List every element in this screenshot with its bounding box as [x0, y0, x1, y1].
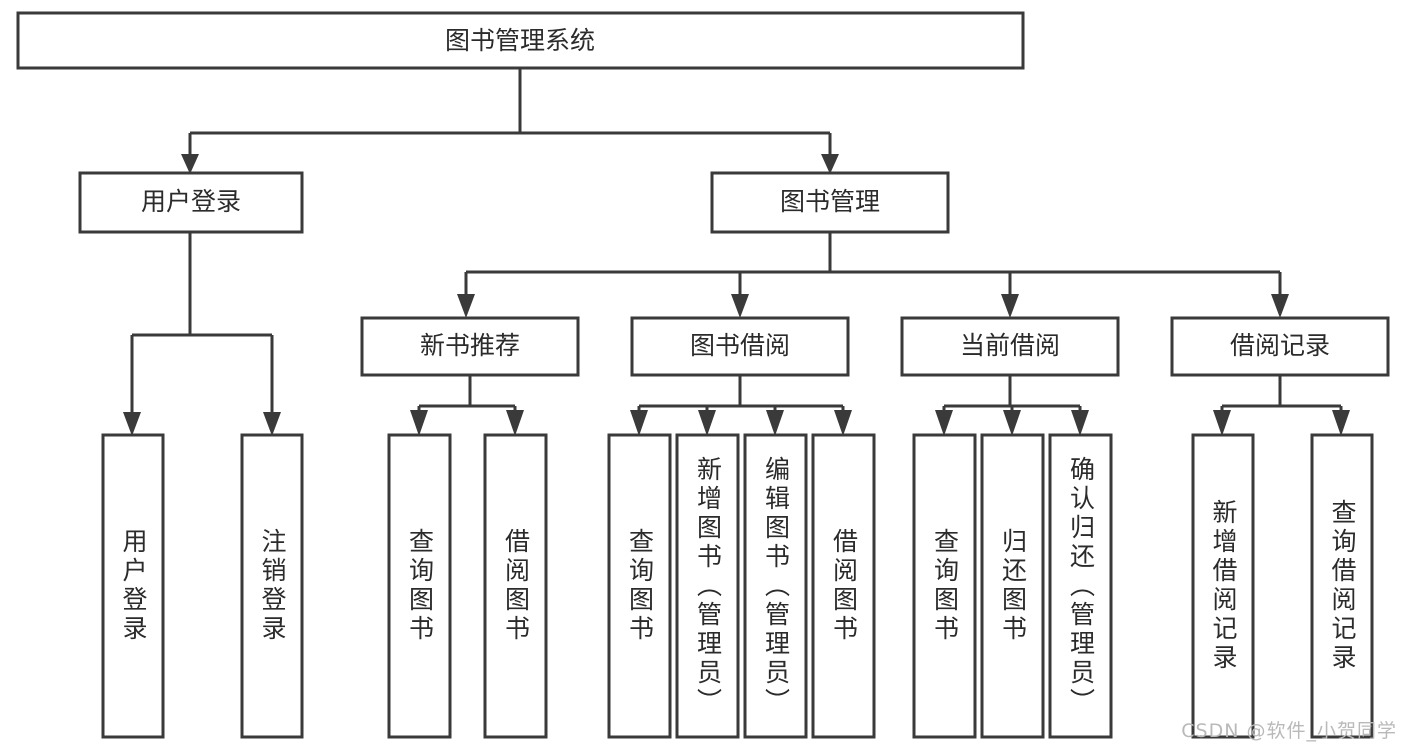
connectors-book-borrow [630, 375, 852, 436]
node-leaf-user-login[interactable] [101, 433, 165, 739]
node-leaf-add-book[interactable] [675, 433, 740, 739]
node-book-manage[interactable] [710, 171, 950, 234]
node-leaf-edit-book[interactable] [743, 433, 808, 739]
node-borrow-record-label: 借阅记录 [1230, 331, 1330, 360]
node-new-book-rec-label: 新书推荐 [420, 331, 520, 360]
node-book-manage-label: 图书管理 [780, 187, 880, 216]
node-leaf-add-record[interactable] [1191, 433, 1255, 739]
connectors-borrow-record [1213, 375, 1350, 436]
node-leaf-return-book[interactable] [980, 433, 1045, 739]
node-current-borrow[interactable] [900, 316, 1120, 377]
node-leaf-borrow-book-2[interactable] [811, 433, 876, 739]
csdn-watermark: CSDN @软件_小贺同学 [1181, 720, 1397, 742]
node-new-book-rec[interactable] [360, 316, 580, 377]
node-book-borrow-label: 图书借阅 [690, 331, 790, 360]
node-leaf-query-book-3[interactable] [912, 433, 977, 739]
node-root-label: 图书管理系统 [445, 26, 595, 55]
node-leaf-query-record[interactable] [1310, 433, 1374, 739]
node-root[interactable] [16, 11, 1025, 70]
node-book-borrow[interactable] [630, 316, 850, 377]
node-leaf-query-book-1[interactable] [387, 433, 452, 739]
connectors-new-book-rec [410, 375, 524, 436]
node-leaf-query-book-2[interactable] [607, 433, 672, 739]
connectors-book-manage [457, 232, 1289, 318]
connectors-current-borrow [935, 375, 1089, 436]
connectors-root [181, 68, 839, 174]
node-leaf-user-logout[interactable] [240, 433, 304, 739]
node-leaf-confirm-return[interactable] [1048, 433, 1113, 739]
connectors-user-login [123, 232, 281, 436]
node-user-login-label: 用户登录 [141, 187, 241, 216]
node-borrow-record[interactable] [1170, 316, 1390, 377]
node-leaf-borrow-book-1[interactable] [483, 433, 548, 739]
node-user-login[interactable] [78, 171, 304, 234]
node-current-borrow-label: 当前借阅 [960, 331, 1060, 360]
